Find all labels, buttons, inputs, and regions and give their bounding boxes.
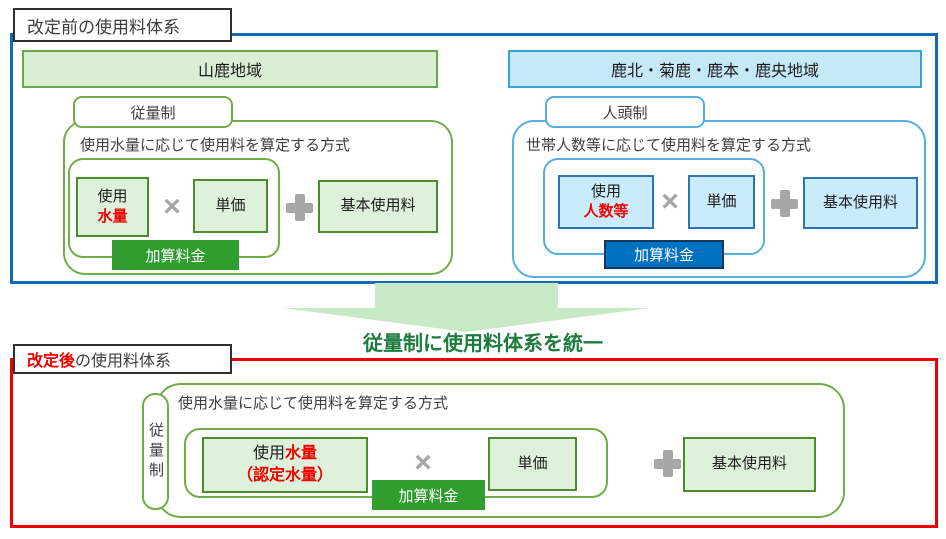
multiply-icon: × [163,190,181,223]
after-surcharge-tag: 加算料金 [372,480,485,510]
other-method-description: 世帯人数等に応じて使用料を算定する方式 [526,137,812,154]
after-base-fee-label: 基本使用料 [711,455,787,473]
after-usage-line2: （認定水量） [236,467,333,484]
other-base-fee-label: 基本使用料 [822,193,898,211]
system-pill-metered: 従量制 [73,96,233,128]
multiply-icon: × [661,185,679,218]
after-title-box: 改定後の使用料体系 [13,344,232,374]
metered-system-label: 従量制 [130,104,176,122]
other-surcharge-label: 加算料金 [633,247,694,264]
transition-message: 従量制に使用料体系を統一 [363,333,603,355]
other-surcharge-tag: 加算料金 [604,240,724,269]
after-system-pill-metered: 従量制 [142,393,169,510]
before-title-box: 改定前の使用料体系 [13,8,232,42]
after-unit-price-label: 単価 [517,454,548,472]
other-usage-line1: 使用 [590,182,621,200]
yamaga-usage-line1: 使用 [97,187,128,205]
yamaga-unit-price-label: 単価 [215,196,246,214]
multiply-icon: × [414,446,432,479]
down-arrow-icon [283,283,650,332]
yamaga-usage-box: 使用 水量 [76,177,149,237]
other-usage-box: 使用 人数等 [558,175,654,229]
yamaga-usage-line2: 水量 [97,208,128,225]
other-usage-line2: 人数等 [583,203,629,220]
other-unit-price-box: 単価 [688,175,755,229]
after-title-emphasis: 改定後 [27,353,76,370]
system-pill-per-capita: 人頭制 [545,96,705,128]
after-base-fee-box: 基本使用料 [683,437,816,492]
plus-icon [286,194,313,221]
yamaga-unit-price-box: 単価 [193,179,268,233]
yamaga-base-fee-box: 基本使用料 [318,180,438,233]
after-usage-line1: 使用水量 [253,443,317,465]
other-base-fee-box: 基本使用料 [803,177,918,229]
after-unit-price-box: 単価 [488,437,577,491]
plus-icon [654,450,681,477]
region-header-yamaga: 山鹿地域 [22,50,438,88]
region-yamaga-label: 山鹿地域 [197,63,262,80]
after-usage-box: 使用水量 （認定水量） [202,437,368,493]
other-unit-price-label: 単価 [706,192,737,210]
yamaga-method-description: 使用水量に応じて使用料を算定する方式 [80,137,351,154]
after-surcharge-label: 加算料金 [398,487,459,505]
after-usage-line1-black: 使用 [252,445,285,463]
before-title-text: 改定前の使用料体系 [27,17,180,37]
after-title-rest: の使用料体系 [75,353,172,370]
per-capita-system-label: 人頭制 [602,104,648,122]
yamaga-surcharge-label: 加算料金 [145,247,206,265]
after-usage-line1-red: 水量 [285,445,318,463]
region-other-label: 鹿北・菊鹿・鹿本・鹿央地域 [610,63,819,80]
yamaga-base-fee-label: 基本使用料 [340,197,416,215]
region-header-other: 鹿北・菊鹿・鹿本・鹿央地域 [508,50,922,88]
yamaga-surcharge-tag: 加算料金 [112,240,239,270]
plus-icon [771,190,798,217]
after-metered-system-label: 従量制 [147,421,164,482]
after-method-description: 使用水量に応じて使用料を算定する方式 [178,395,449,412]
